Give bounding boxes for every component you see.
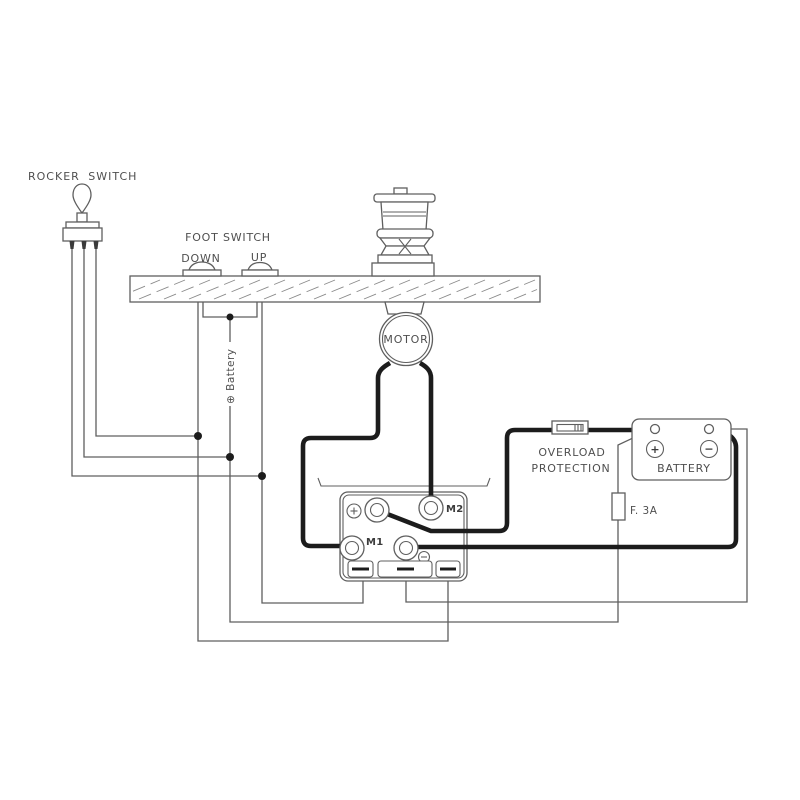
cable-motor-to-m2 (418, 361, 434, 508)
motor-label: MOTOR (383, 333, 428, 346)
windlass (371, 187, 436, 277)
solenoid-terminals (339, 495, 461, 578)
deck-hatch-line (438, 279, 486, 300)
overload-label-line2: PROTECTION (531, 462, 610, 475)
motor-housing-inner (381, 314, 431, 364)
solenoid-mount-bracket (317, 477, 491, 487)
battery-label: BATTERY (657, 462, 711, 475)
down-label: DOWN (181, 252, 220, 265)
rocker-switch-label: ROCKER SWITCH (28, 170, 137, 183)
windlass-cap (393, 187, 408, 195)
battery-plus-text: + (650, 443, 659, 456)
windlass-base-plate (371, 262, 435, 277)
deck-hatch (132, 279, 538, 300)
m2-label: M2 (446, 504, 464, 515)
terminal-lug (93, 241, 99, 249)
inline-fuse-body (611, 492, 626, 521)
down-button-base (182, 269, 222, 277)
battery-case (631, 418, 732, 481)
junction-dot (226, 313, 234, 321)
windlass-ring (376, 228, 434, 239)
up-button-base (241, 269, 279, 277)
rocker-switch (62, 183, 103, 249)
windlass-top-flange (373, 193, 436, 203)
negative-sense-wire (405, 428, 748, 603)
down-button-dome (188, 261, 216, 271)
deck-hatch-line (388, 279, 436, 300)
deck-hatch-line (463, 279, 511, 300)
gypsy-upper (378, 237, 432, 247)
deck-hatch-line (163, 279, 211, 300)
inline-fuse-label: F. 3A (630, 505, 658, 517)
toggle-plate (65, 221, 100, 229)
deck-hatch-line (488, 279, 536, 300)
up-switch-wire (261, 302, 364, 604)
up-label: UP (251, 251, 267, 264)
deck-hatch-line (313, 279, 361, 300)
rocker-wire-right (95, 249, 198, 437)
battery-feed-wire-lower (229, 406, 651, 623)
battery-plus-symbol (645, 439, 665, 459)
cable-solenoid-to-battery-positive (376, 427, 651, 534)
foot-switch (182, 261, 279, 277)
deck-hatch-line (138, 279, 186, 300)
junction-dot (226, 453, 234, 461)
labels: ROCKER SWITCH FOOT SWITCH DOWN UP MOTOR … (28, 170, 711, 548)
control-wires (71, 249, 748, 642)
terminal-lug (81, 241, 87, 249)
battery-minus-symbol (699, 439, 719, 459)
rocker-wire-middle (83, 249, 230, 458)
motor-shaft (384, 301, 425, 315)
battery-minus-text: − (704, 443, 713, 456)
junction-dot (258, 472, 266, 480)
deck (129, 275, 541, 303)
windlass-base-step (377, 254, 433, 264)
toggle-body (62, 227, 103, 242)
deck-hatch-line (338, 279, 386, 300)
m1-label: M1 (366, 537, 384, 548)
overload-protection-fuse (551, 420, 589, 435)
deck-hatch-line (213, 279, 261, 300)
deck-hatch-line (513, 289, 538, 300)
junctions (194, 313, 266, 480)
deck-hatch-line (132, 279, 161, 292)
toggle-stem (76, 212, 88, 223)
up-button-dome (247, 261, 273, 271)
deck-hatch-line (188, 279, 236, 300)
deck-hatch-line (288, 279, 336, 300)
cable-solenoid-to-battery-negative (406, 426, 739, 550)
overload-label-line1: OVERLOAD (538, 446, 605, 459)
terminal-lug (69, 241, 75, 249)
deck-hatch-line (413, 279, 461, 300)
battery-positive-post (649, 423, 661, 435)
down-switch-wire (197, 302, 449, 642)
deck-hatch-line (238, 279, 286, 300)
motor (378, 301, 434, 367)
deck-hatch-line (363, 279, 411, 300)
rocker-wire-left (71, 249, 262, 477)
toggle-handle (72, 183, 92, 215)
cable-motor-to-m1 (300, 361, 392, 549)
battery-feed-label: ⊕ Battery (225, 349, 237, 405)
battery: + − (631, 418, 732, 481)
deck-hatch-line (263, 279, 311, 300)
battery-negative-post (703, 423, 715, 435)
power-cables (300, 361, 739, 550)
foot-switch-label: FOOT SWITCH (185, 231, 271, 244)
junction-dot (194, 432, 202, 440)
